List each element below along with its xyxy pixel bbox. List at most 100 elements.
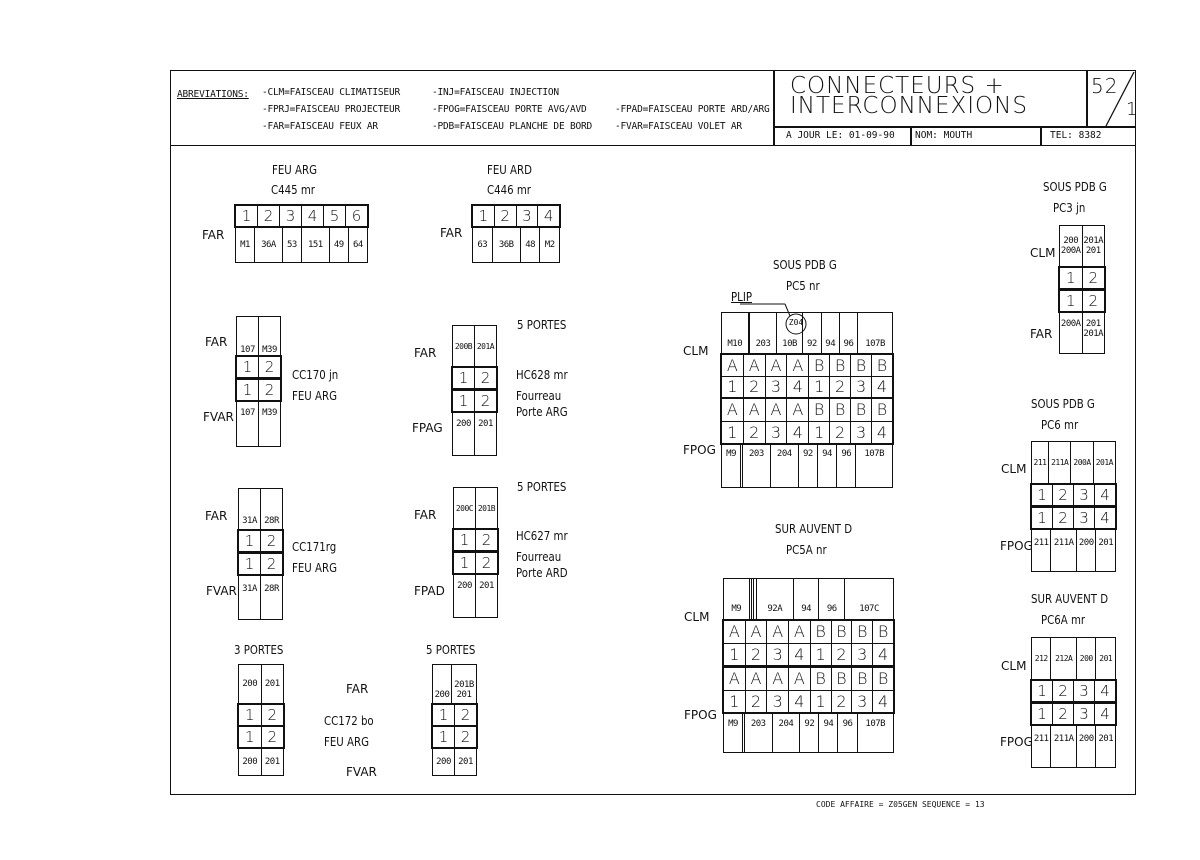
- pin: 6: [345, 205, 368, 227]
- pin: 2: [260, 704, 284, 726]
- wire: 200: [431, 664, 453, 704]
- wire: 201: [474, 412, 497, 456]
- wire: 200: [453, 574, 476, 618]
- wire: 200: [1063, 236, 1079, 246]
- pin: B: [809, 667, 832, 691]
- wire: 211: [1030, 725, 1052, 768]
- pin: 4: [786, 420, 810, 444]
- pin: 2: [474, 390, 497, 412]
- pin: 4: [872, 689, 894, 713]
- pin: 3: [1073, 484, 1095, 506]
- cc171-desc: FEU ARG: [292, 561, 337, 575]
- pin: B: [871, 354, 893, 377]
- wire: 96: [837, 713, 858, 753]
- pin: 3: [850, 420, 872, 444]
- pin: 3: [1073, 507, 1095, 529]
- pin: 4: [871, 420, 893, 444]
- abbr-fpad: -FPAD=FAISCEAU PORTE ARD/ARG: [615, 104, 770, 115]
- hc628-side-fpag: FPAG: [412, 421, 443, 435]
- wire: 92A: [755, 578, 794, 620]
- wire: 203: [749, 312, 777, 354]
- wire: 94: [820, 312, 840, 354]
- wire: 201: [1095, 637, 1116, 680]
- wire: 63: [472, 227, 493, 263]
- title-block: [170, 70, 1136, 146]
- hc628-side-far: FAR: [414, 346, 437, 360]
- wire: 94: [816, 444, 838, 488]
- pin: B: [830, 667, 853, 691]
- pin: B: [829, 398, 852, 422]
- pin: 2: [742, 420, 766, 444]
- pin: 1: [235, 205, 258, 227]
- pin: 1: [453, 529, 476, 551]
- pin: 4: [871, 375, 893, 398]
- wire: 203: [741, 444, 771, 488]
- cc172-desc: FEU ARG: [324, 735, 369, 749]
- abbreviations-label: ABREVIATIONS:: [177, 89, 249, 100]
- cc170-side-far: FAR: [205, 335, 228, 349]
- wire: 107: [236, 316, 259, 356]
- wire: 201: [1095, 529, 1116, 572]
- pc6a-side-fpog: FPOG: [1000, 735, 1033, 749]
- wire: 92: [799, 713, 820, 753]
- author-name: NOM: MOUTH: [915, 130, 973, 141]
- pin: A: [766, 667, 790, 691]
- wire: 201: [1085, 319, 1101, 329]
- pc6a-title: SUR AUVENT D: [1031, 592, 1109, 606]
- hc627-side-fpad: FPAD: [414, 584, 445, 598]
- pin: 2: [744, 689, 768, 713]
- wire: 10B: [775, 312, 804, 354]
- wire: 200A: [1059, 312, 1083, 354]
- wire: 200B: [452, 325, 475, 367]
- pin: A: [742, 398, 766, 422]
- hc628-header: 5 PORTES: [517, 318, 567, 332]
- c446-side-far: FAR: [440, 226, 463, 240]
- pin: B: [850, 354, 872, 377]
- pin: B: [808, 398, 831, 422]
- pc3-side-clm: CLM: [1030, 246, 1056, 260]
- pc6-side-clm: CLM: [1001, 462, 1027, 476]
- cc170-side-fvar: FVAR: [203, 410, 234, 424]
- hc628-desc2: Porte ARG: [516, 405, 568, 419]
- wire: 94: [818, 713, 839, 753]
- pin: 1: [1031, 680, 1053, 702]
- pin: B: [872, 667, 894, 691]
- pin: B: [871, 398, 893, 422]
- cc172-header: 3 PORTES: [234, 643, 284, 657]
- pc5-top-wires: M10 203 10B 92 94 96 107B: [721, 312, 893, 354]
- pin: 3: [766, 642, 790, 666]
- wire: 201: [456, 690, 472, 700]
- update-date: A JOUR LE: 01-09-90: [786, 130, 895, 141]
- wire: 53: [281, 227, 302, 263]
- pin: 2: [454, 726, 477, 748]
- pin: 1: [1059, 290, 1083, 312]
- wire: 200: [238, 748, 262, 776]
- wire: 92: [797, 444, 818, 488]
- pin: 2: [830, 642, 853, 666]
- wire: 211: [1030, 441, 1050, 484]
- pc5a-bot-wires: M9 203 204 92 94 96 107B: [722, 713, 895, 753]
- wire: 96: [818, 578, 846, 620]
- c445-ref: C445 mr: [271, 183, 315, 197]
- pin: 2: [474, 367, 497, 389]
- abbr-inj: -INJ=FAISCEAU INJECTION: [432, 87, 559, 98]
- wire: 200C: [453, 487, 476, 529]
- pin: 1: [236, 356, 259, 378]
- abbr-fprj: -FPRJ=FAISCEAU PROJECTEUR: [262, 104, 400, 115]
- meta-divider-1: [910, 126, 912, 146]
- abbr-far: -FAR=FAISCEAU FEUX AR: [262, 121, 378, 132]
